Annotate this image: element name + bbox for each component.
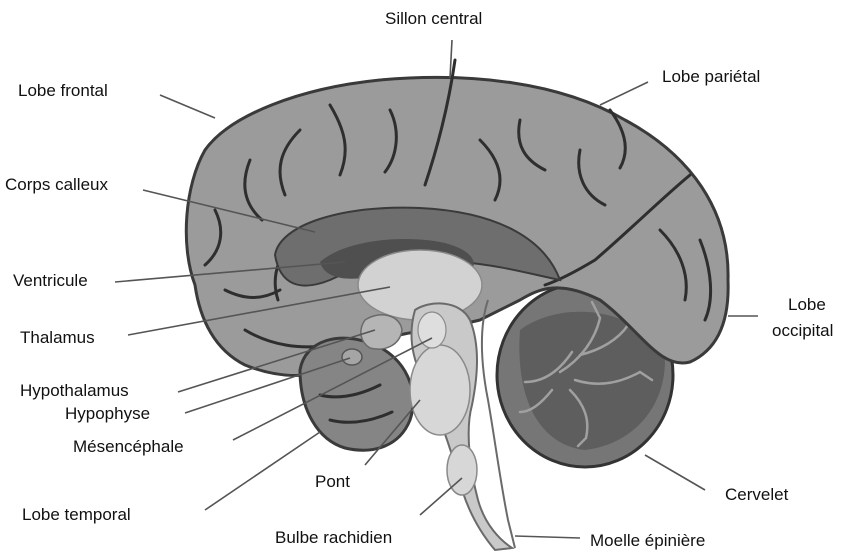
label-ventricule: Ventricule	[13, 271, 88, 290]
pons	[410, 345, 470, 435]
label-sillon-central: Sillon central	[385, 9, 482, 28]
label-lobe-occipital-2: occipital	[772, 321, 833, 340]
label-corps-calleux: Corps calleux	[5, 175, 108, 194]
label-moelle-epiniere: Moelle épinière	[590, 531, 705, 550]
brainstem	[410, 300, 515, 550]
label-cervelet: Cervelet	[725, 485, 789, 504]
label-bulbe-rachidien: Bulbe rachidien	[275, 528, 392, 547]
pituitary	[342, 349, 362, 365]
label-lobe-temporal: Lobe temporal	[22, 505, 131, 524]
label-hypophyse: Hypophyse	[65, 404, 150, 423]
label-lobe-parietal: Lobe pariétal	[662, 67, 760, 86]
label-mesencephale: Mésencéphale	[73, 437, 184, 456]
label-lobe-frontal: Lobe frontal	[18, 81, 108, 100]
label-thalamus: Thalamus	[20, 328, 95, 347]
label-pont: Pont	[315, 472, 350, 491]
label-hypothalamus: Hypothalamus	[20, 381, 129, 400]
label-lobe-occipital-1: Lobe	[788, 295, 826, 314]
